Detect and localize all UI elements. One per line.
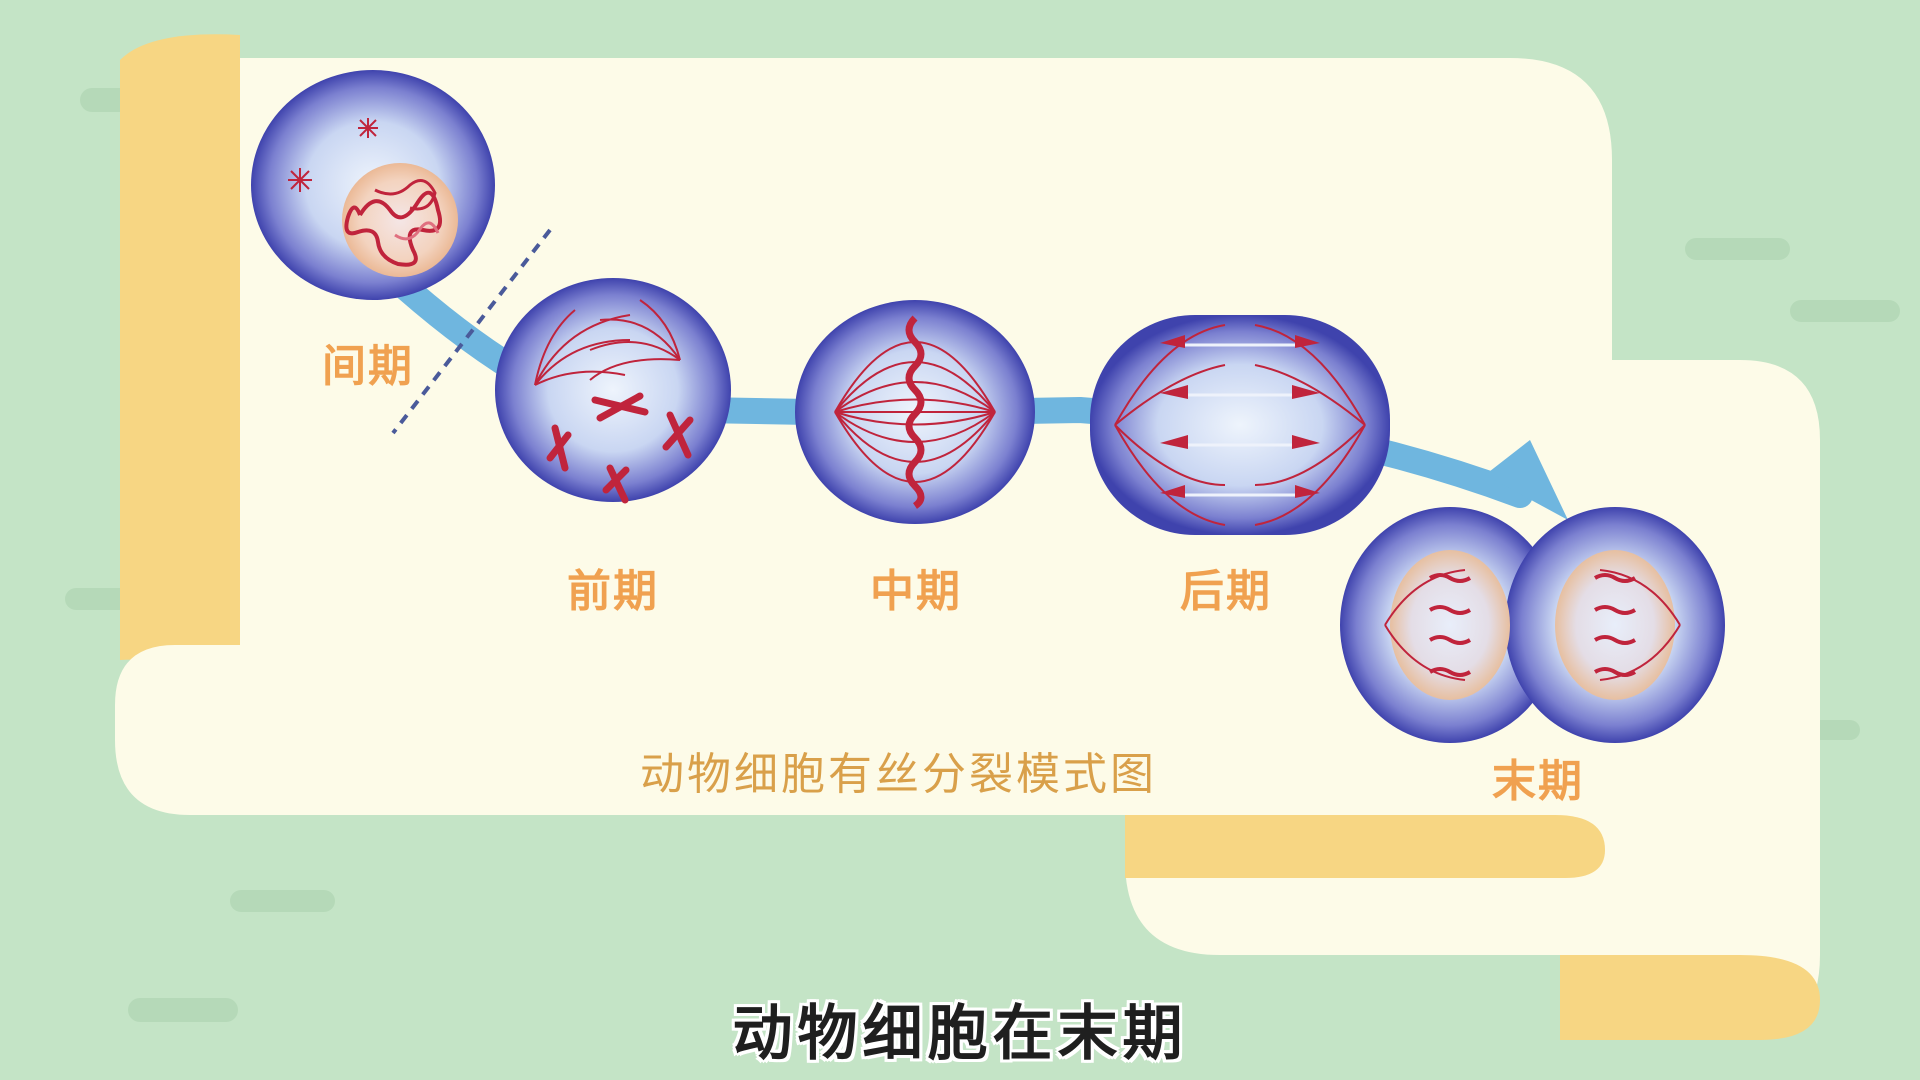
telophase-cell bbox=[1340, 507, 1725, 743]
video-subtitle: 动物细胞在末期 bbox=[732, 999, 1188, 1069]
arrow-head bbox=[1485, 440, 1568, 520]
label-interphase: 间期 bbox=[322, 341, 414, 392]
label-anaphase: 后期 bbox=[1180, 566, 1272, 617]
label-prophase: 前期 bbox=[567, 566, 659, 617]
progression-arrow bbox=[357, 242, 1533, 508]
interphase-divider bbox=[391, 228, 552, 435]
label-metaphase: 中期 bbox=[870, 566, 962, 617]
interphase-cell bbox=[251, 70, 495, 300]
background-dashes bbox=[65, 88, 1900, 1022]
label-telophase: 末期 bbox=[1492, 756, 1584, 807]
metaphase-cell bbox=[795, 300, 1035, 524]
anaphase-cell bbox=[1090, 315, 1390, 535]
diagram-caption: 动物细胞有丝分裂模式图 bbox=[640, 749, 1157, 800]
prophase-cell bbox=[495, 278, 731, 504]
